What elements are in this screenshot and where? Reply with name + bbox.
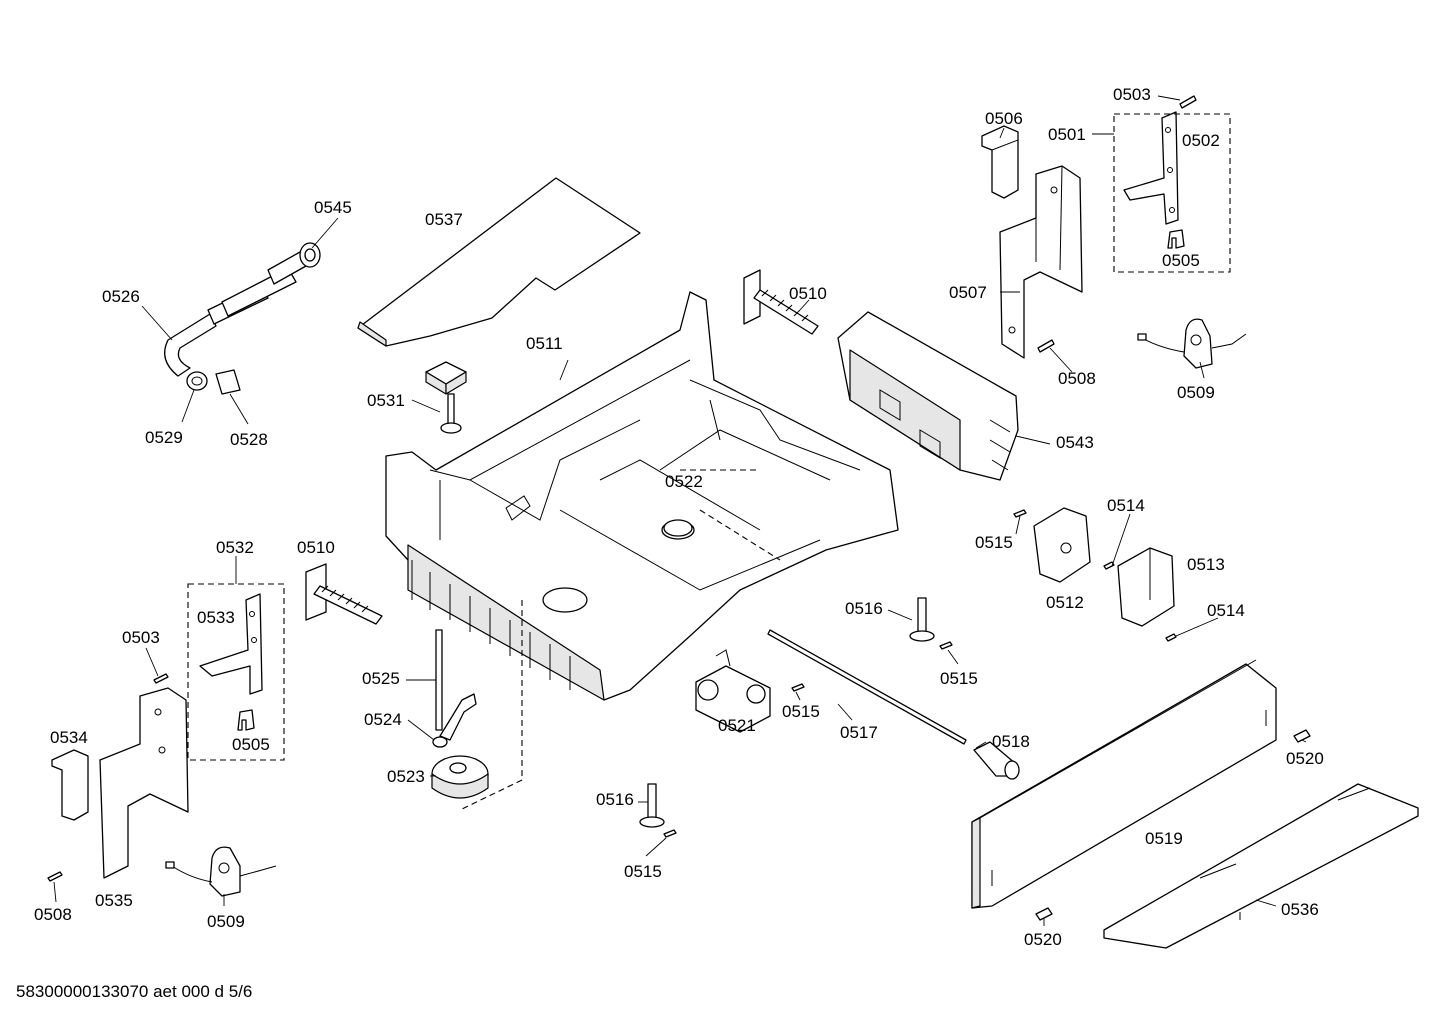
document-code: 58300000133070 aet 000 d 5/6 [16,982,252,1001]
part-0515-screw-a [1013,509,1027,518]
part-0503-screw-lower [153,673,169,684]
label-0521: 0521 [718,716,756,735]
label-0505-a: 0505 [1162,251,1200,270]
label-0513: 0513 [1187,555,1225,574]
part-0508-screw-upper [1037,339,1055,353]
label-0537: 0537 [425,210,463,229]
part-0511-base-tub [385,291,899,701]
part-0509-hinge-bearing-lower [165,846,277,897]
part-0536-strip [1103,783,1419,949]
group-box-0501 [1113,113,1231,273]
part-0517-rod [767,629,967,745]
part-0505-clip-lower [237,709,255,731]
label-0502: 0502 [1182,131,1220,150]
part-0506-bracket [981,125,1019,199]
part-0531-block [425,361,467,395]
leader-lines [53,95,1307,926]
part-0516-foot-b [639,783,665,828]
part-0502-hinge-bracket [1123,111,1179,225]
label-0528: 0528 [230,430,268,449]
label-0511: 0511 [526,334,563,353]
label-0515-c: 0515 [782,702,820,721]
label-0509-b: 0509 [207,912,245,931]
label-0510-b: 0510 [297,538,335,557]
label-0503-b: 0503 [122,628,160,647]
label-0532: 0532 [216,538,254,557]
label-0533: 0533 [197,608,235,627]
part-0514-screw-a [1103,561,1115,570]
part-0510-hinge-spring-upper [743,269,819,335]
part-0523-impeller [431,755,489,799]
label-0505-b: 0505 [232,735,270,754]
label-0515-b: 0515 [940,669,978,688]
label-0529: 0529 [145,428,183,447]
part-labels: 0503 0501 0502 0506 0505 0507 0508 0509 … [34,85,1324,949]
label-0526: 0526 [102,287,140,306]
label-0512: 0512 [1046,593,1084,612]
part-0508-screw-lower [47,871,63,882]
part-0518-knob [973,741,1020,780]
part-0515-screw-b [939,641,953,650]
part-0525-rod [435,629,443,731]
part-0503-screw-upper [1179,95,1197,109]
label-0507: 0507 [949,283,987,302]
label-0516-a: 0516 [845,599,883,618]
part-0543-control-module [837,311,1019,481]
part-0515-screw-d [663,829,677,838]
part-0528-clip [215,369,241,395]
group-box-0532 [187,583,285,761]
label-0501: 0501 [1048,125,1086,144]
label-0520-b: 0520 [1024,930,1062,949]
label-0514-a: 0514 [1107,496,1145,515]
part-0515-screw-c [791,683,805,692]
label-0515-d: 0515 [624,862,662,881]
label-0536: 0536 [1281,900,1319,919]
part-0514-screw-b [1165,633,1177,642]
part-0520-screw-a [1293,729,1311,743]
label-0503-a: 0503 [1113,85,1151,104]
part-0505-clip-upper [1167,229,1185,249]
label-0518: 0518 [992,732,1030,751]
label-0531: 0531 [367,391,405,410]
label-0506: 0506 [985,109,1023,128]
part-0520-screw-b [1035,907,1053,921]
part-0519-kick-plate [971,659,1277,909]
label-0543: 0543 [1056,433,1094,452]
part-0510-hinge-spring-lower [305,563,383,625]
part-0513-cover [1117,547,1175,627]
label-0510-a: 0510 [789,284,827,303]
label-0535: 0535 [95,891,133,910]
part-0521-valve [695,649,771,733]
label-0522: 0522 [665,472,703,491]
part-0507-bracket-plate [999,165,1083,359]
part-0531-adjustable-foot [440,393,462,434]
part-0516-foot-a [909,597,935,642]
label-0508-a: 0508 [1058,369,1096,388]
alignment-lines [459,469,781,811]
label-0517: 0517 [840,723,878,742]
label-0524: 0524 [364,710,402,729]
part-0524-float-switch [432,693,477,748]
part-0537-cover-plate [357,177,641,347]
label-0545: 0545 [314,198,352,217]
part-0522-float [663,519,693,537]
label-0520-a: 0520 [1286,749,1324,768]
part-0529-clamp [186,371,208,391]
label-0509-a: 0509 [1177,383,1215,402]
part-0533-hinge-bracket [199,593,263,695]
label-0519: 0519 [1145,829,1183,848]
label-0523: 0523 [387,767,425,786]
part-0535-side-bracket [99,687,189,879]
part-0512-bracket [1033,507,1091,583]
label-0515-a: 0515 [975,533,1013,552]
part-0534-block [51,749,89,821]
part-0526-hose [164,242,321,377]
part-0509-hinge-bearing-upper [1137,318,1247,369]
label-0534: 0534 [50,728,88,747]
label-0516-b: 0516 [596,790,634,809]
label-0525: 0525 [362,669,400,688]
label-0514-b: 0514 [1207,601,1245,620]
label-0508-b: 0508 [34,905,72,924]
